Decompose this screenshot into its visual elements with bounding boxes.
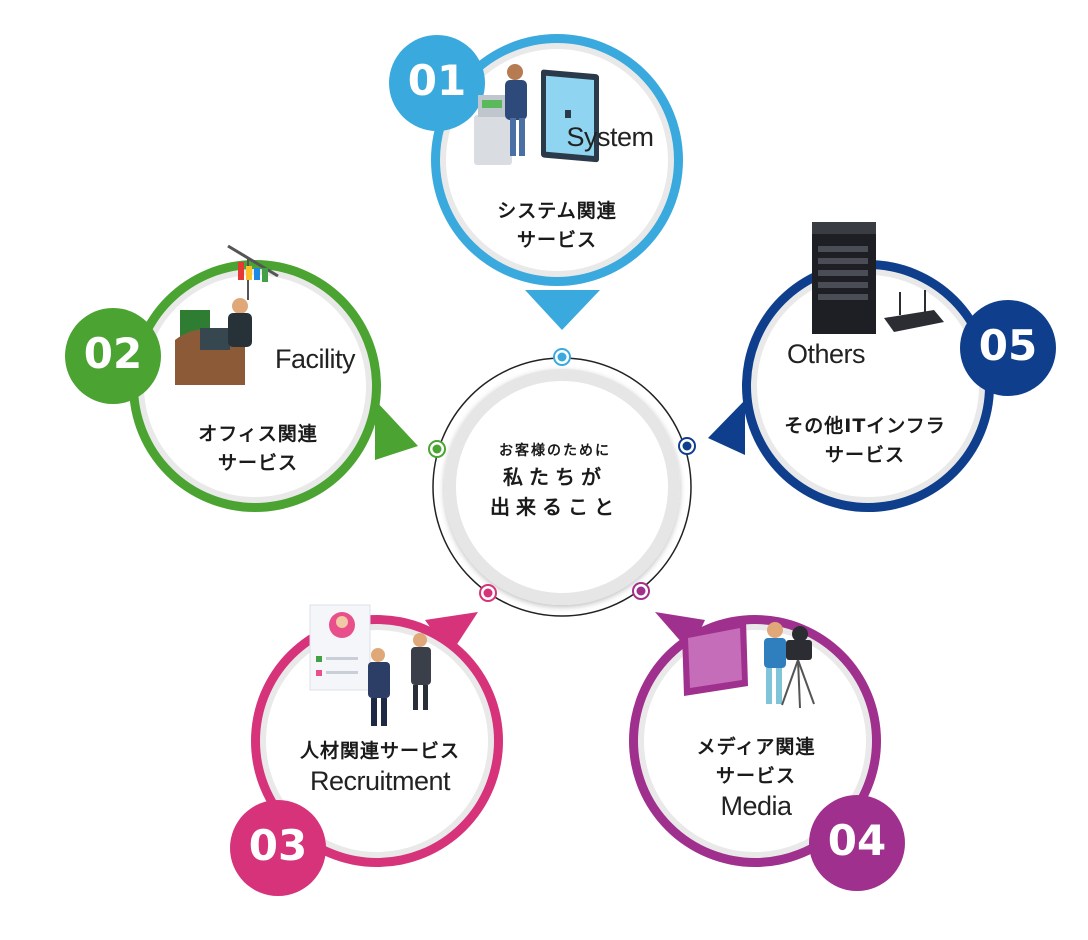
center-text: お客様のために 私たちが 出来ること (455, 440, 655, 522)
service-04-title-line2: サービス (715, 765, 796, 787)
service-04-title-line1: メディア関連 (696, 736, 816, 758)
service-02-title: オフィス関連 サービス (158, 420, 358, 478)
service-01-english-label: System (566, 122, 654, 152)
service-05-number: 05 (978, 321, 1038, 370)
service-02-number: 02 (83, 329, 143, 378)
handshake-resume-icon (309, 604, 431, 726)
service-05-english-label: Others (786, 339, 866, 369)
center-line3: 出来ること (490, 495, 620, 519)
office-worker-computer-icon (474, 64, 599, 165)
service-05-title-line2: サービス (824, 444, 905, 466)
service-04-title: メディア関連 サービス (656, 733, 856, 791)
service-02-title-line2: サービス (217, 452, 298, 474)
service-04-english-label: Media (720, 791, 792, 821)
center-line2: 私たちが (503, 465, 607, 489)
office-desk-worker-icon (175, 244, 279, 385)
service-05-bubble[interactable] (708, 260, 1056, 512)
center-line1: お客様のために (499, 443, 611, 459)
service-01-title-line1: システム関連 (497, 200, 617, 222)
service-02-english-label: Facility (274, 344, 356, 374)
service-05-title: その他ITインフラ サービス (755, 412, 975, 470)
service-03-english-label: Recruitment (309, 766, 451, 796)
video-camera-operator-icon (682, 620, 815, 709)
service-01-title: システム関連 サービス (457, 197, 657, 255)
service-03-title-line1: 人材関連サービス (299, 740, 460, 762)
service-01-title-line2: サービス (516, 229, 597, 251)
service-04-number: 04 (827, 816, 887, 865)
server-rack-router-icon (812, 222, 944, 334)
service-02-title-line1: オフィス関連 (198, 423, 318, 445)
service-03-number: 03 (248, 821, 308, 870)
center-ring (428, 348, 696, 617)
service-01-number: 01 (407, 56, 467, 105)
service-05-title-line1: その他ITインフラ (784, 415, 946, 437)
